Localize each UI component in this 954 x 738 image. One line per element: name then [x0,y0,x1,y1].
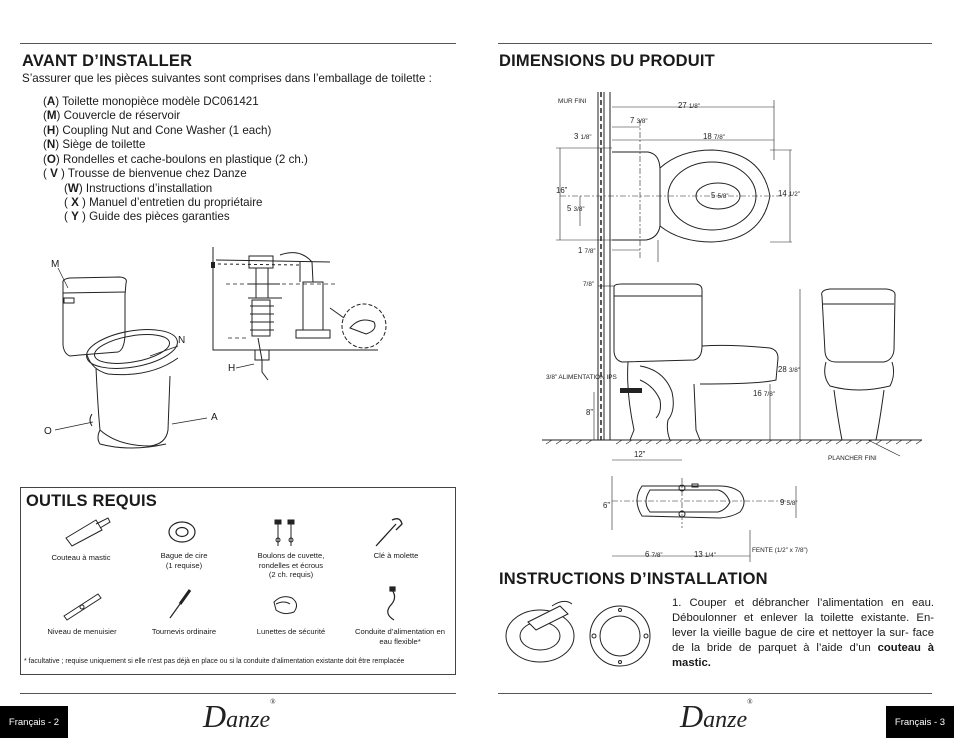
dim-16b: 16 7/8” [753,389,775,398]
tool-caption: Conduite d’alimentation en eau flexible* [355,627,445,646]
parts-item: (O) Rondelles et cache-boulons en plasti… [43,153,308,166]
adjustable-wrench-icon [375,518,403,547]
putty-knife-icon [65,517,111,547]
tools-footnote: * facultative ; requise uniquement si el… [24,658,405,665]
dim-8: 8” [586,408,593,417]
tool-caption: Lunettes de sécurité [256,627,326,636]
dimensions-title: DIMENSIONS DU PRODUIT [499,52,715,70]
danze-logo-right: Danze® [680,698,753,734]
dim-6b: 6 7/8” [645,550,663,559]
level-icon [63,593,102,621]
tool-caption: Bague de cire (1 requise) [160,551,208,570]
tools-box [20,487,456,675]
parts-item: (M) Couvercle de réservoir [43,109,181,122]
label-a: A [211,412,218,423]
label-o: O [44,426,52,437]
screwdriver-icon [169,589,192,619]
tool-caption: Clé à molette [373,551,419,560]
wax-ring-icon [168,521,196,543]
dim-18: 18 7/8” [703,132,725,141]
parts-item: (H) Coupling Nut and Cone Washer (1 each… [43,124,272,137]
danze-logo-left: Danze® [203,698,276,734]
dim-5b: 5 3/8” [567,204,585,213]
tool-caption: Niveau de menuisier [47,627,117,636]
dim-7: 7 3/8” [630,116,648,125]
dim-mur-fini: MUR FINI [558,98,587,105]
tool-caption: Couteau à mastic [51,553,111,562]
dim-16a: 16” [556,186,568,195]
label-n: N [178,335,186,346]
tool-caption: Boulons de cuvette, rondelles et écrous … [257,551,325,580]
avant-installer-title: AVANT D’INSTALLER [22,52,193,70]
dim-fente: FENTE (1/2” x 7/8”) [752,547,808,554]
dim-9: 9 5/8” [780,498,798,507]
dim-6: 6” [603,501,610,510]
tool-caption: Tournevis ordinaire [151,627,217,636]
intro-text: S’assurer que les pièces suivantes sont … [22,72,432,85]
bolts-icon [274,519,295,546]
dim-plancher: PLANCHER FINI [828,455,877,462]
dim-14: 14 1/2” [778,189,800,198]
dim-12: 12” [634,450,646,459]
tools-title: OUTILS REQUIS [26,492,157,510]
dim-78: 7/8” [583,281,595,288]
dim-27: 27 1/8” [678,101,700,110]
footer-page-right: Français - 3 [886,706,954,738]
dim-3: 3 1/8” [574,132,592,141]
step-1-text: 1. Couper et débrancher l’alimentation e… [672,597,934,669]
subparts-item: (W) Instructions d’installation [64,182,213,195]
dim-5a: 5 5/8” [711,191,729,200]
dim-13: 13 1/4” [694,550,716,559]
subparts-item: ( X ) Manuel d’entretien du propriétaire [64,196,263,209]
parts-item: (N) Siège de toilette [43,138,146,151]
dim-1: 1 7/8” [578,246,596,255]
dim-28: 28 3/8” [778,365,800,374]
parts-item: (A) Toilette monopièce modèle DC061421 [43,95,259,108]
supply-line-icon [387,586,396,621]
subparts-item: ( Y ) Guide des pièces garanties [64,210,230,223]
parts-item: ( V ) Trousse de bienvenue chez Danze [43,167,247,180]
footer-page-left: Français - 2 [0,706,68,738]
safety-glasses-icon [273,596,298,615]
label-h: H [228,363,236,374]
dim-supply: 3/8” ALIMENTATION IPS [546,374,617,381]
label-m: M [51,259,60,270]
instructions-title: INSTRUCTIONS D’INSTALLATION [499,570,768,588]
